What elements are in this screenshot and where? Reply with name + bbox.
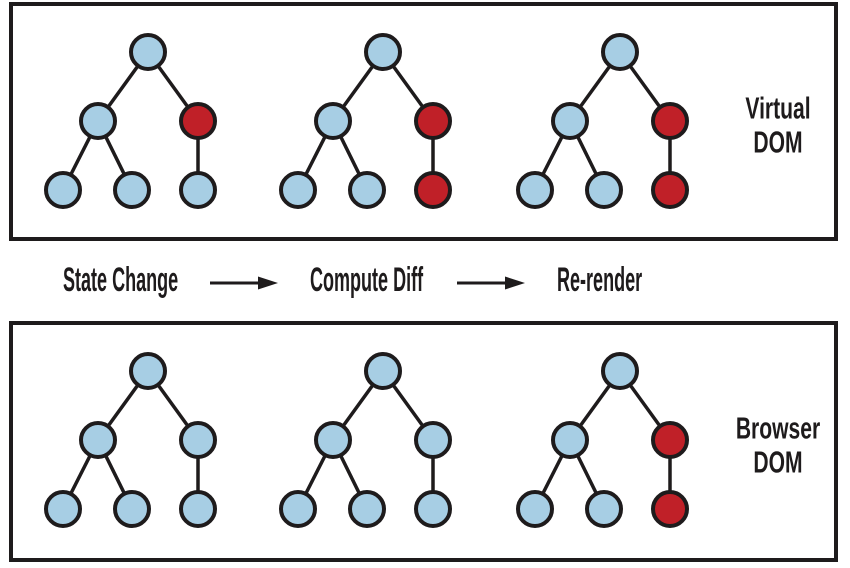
virtual-dom-label-line1: Virtual — [745, 89, 811, 125]
tree-node-blue — [364, 352, 402, 390]
tree-node-red — [179, 102, 217, 140]
right-arrow-icon — [210, 276, 278, 290]
tree-node-blue — [348, 490, 386, 528]
process-step-re-render: Re-render — [557, 261, 643, 299]
virtual-dom-trees — [44, 33, 689, 209]
tree-node-blue — [113, 171, 151, 209]
tree-node-blue — [348, 171, 386, 209]
tree-node-blue — [314, 421, 352, 459]
tree-node-blue — [79, 102, 117, 140]
tree-node-blue — [179, 171, 217, 209]
tree-node-blue — [279, 490, 317, 528]
browser-dom-label-line2: DOM — [753, 444, 803, 480]
tree-node-red — [414, 102, 452, 140]
tree-node-blue — [551, 102, 589, 140]
browser-dom-trees — [44, 352, 689, 528]
tree-node-red — [651, 490, 689, 528]
browser-dom-label: Browser DOM — [713, 409, 843, 480]
tree-node-blue — [129, 352, 167, 390]
tree-node-blue — [551, 421, 589, 459]
browser-dom-box: Browser DOM — [9, 321, 838, 562]
tree-node-blue — [129, 33, 167, 71]
virtual-dom-label: Virtual DOM — [713, 89, 843, 160]
tree-node-blue — [179, 421, 217, 459]
tree-node-blue — [414, 421, 452, 459]
tree-node-blue — [601, 352, 639, 390]
tree-node-blue — [79, 421, 117, 459]
tree-node-blue — [113, 490, 151, 528]
tree-node-blue — [314, 102, 352, 140]
tree-node-blue — [585, 490, 623, 528]
tree-node-blue — [585, 171, 623, 209]
browser-dom-label-line1: Browser — [735, 409, 821, 445]
tree-node-blue — [364, 33, 402, 71]
virtual-dom-box: Virtual DOM — [9, 2, 838, 241]
tree-node-blue — [279, 171, 317, 209]
virtual-dom-label-line2: DOM — [753, 124, 803, 160]
tree-node-blue — [179, 490, 217, 528]
tree-node-blue — [44, 490, 82, 528]
tree-node-red — [414, 171, 452, 209]
tree-node-blue — [516, 490, 554, 528]
tree-node-red — [651, 421, 689, 459]
tree-node-blue — [516, 171, 554, 209]
right-arrow-icon — [457, 276, 525, 290]
tree-node-red — [651, 171, 689, 209]
tree-node-red — [651, 102, 689, 140]
process-step-compute-diff: Compute Diff — [310, 261, 424, 299]
process-step-state-change: State Change — [63, 261, 179, 299]
tree-node-blue — [601, 33, 639, 71]
tree-node-blue — [44, 171, 82, 209]
tree-node-blue — [414, 490, 452, 528]
